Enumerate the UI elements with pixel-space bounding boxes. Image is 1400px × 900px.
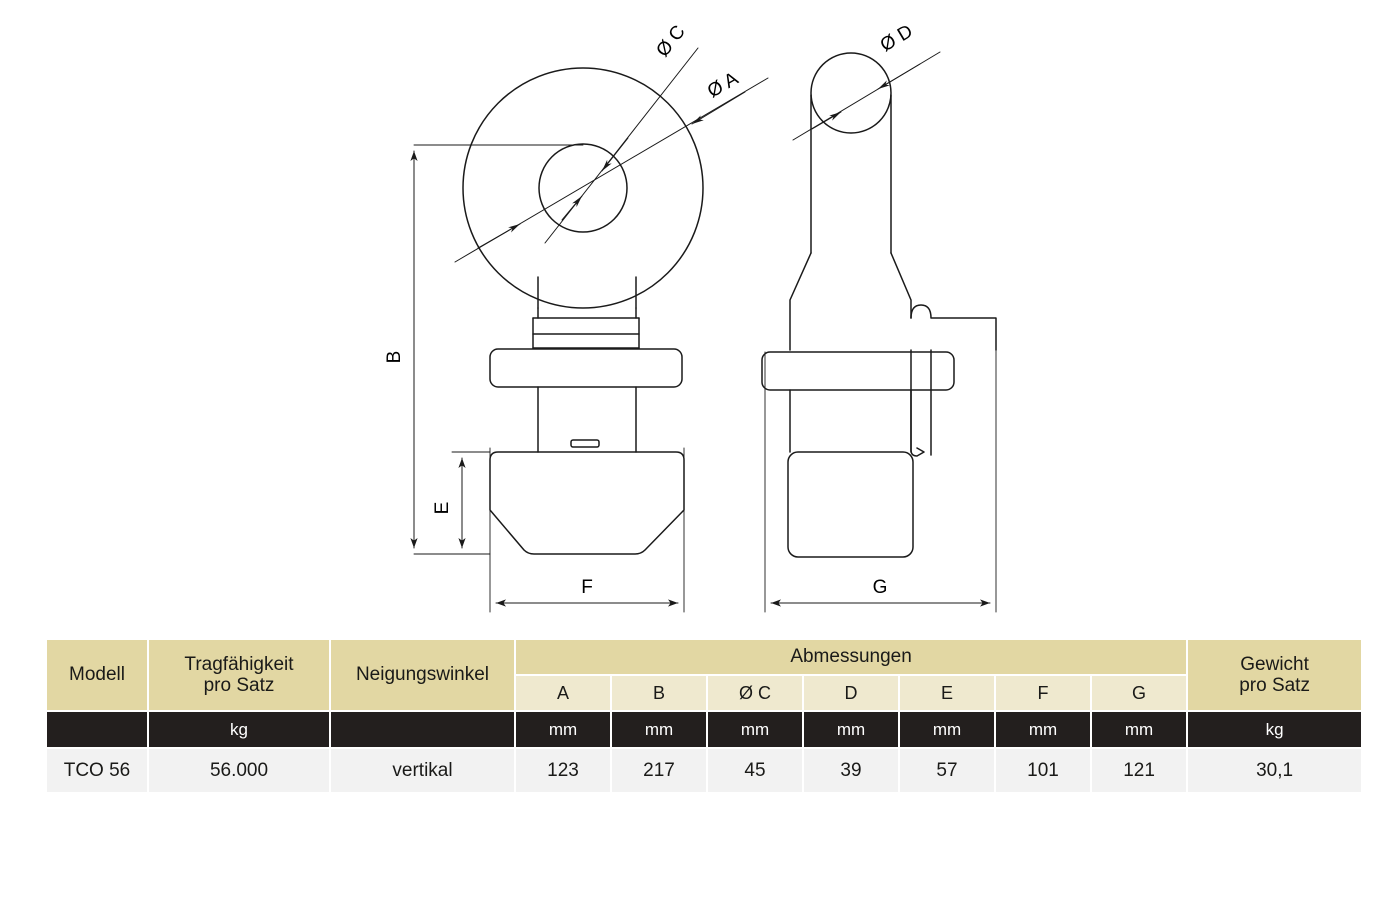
unit-angle bbox=[331, 712, 514, 747]
unit-dim-f: mm bbox=[996, 712, 1090, 747]
collar-sides bbox=[532, 317, 640, 349]
unit-dim-a: mm bbox=[516, 712, 610, 747]
header-dim-c: Ø C bbox=[708, 676, 802, 710]
header-dim-e: E bbox=[900, 676, 994, 710]
header-capacity-line1: Tragfähigkeit bbox=[184, 653, 294, 675]
side-lower-block bbox=[787, 451, 914, 558]
unit-weight: kg bbox=[1188, 712, 1362, 747]
header-dim-a: A bbox=[516, 676, 610, 710]
front-view-geometry bbox=[462, 67, 704, 555]
header-weight-line2: pro Satz bbox=[1239, 675, 1310, 696]
label-height-b: B bbox=[384, 351, 405, 364]
header-dimensions-group: Abmessungen bbox=[516, 640, 1187, 674]
technical-drawing: Ø C Ø A Ø D B E F G bbox=[384, 21, 997, 613]
cell-dim-d: 39 bbox=[804, 749, 898, 792]
header-weight: Gewicht pro Satz bbox=[1188, 640, 1362, 710]
header-capacity-line2: pro Satz bbox=[203, 675, 275, 696]
side-shoulder-right bbox=[890, 252, 912, 319]
side-shoulder-left bbox=[789, 252, 812, 351]
side-flange-plate bbox=[761, 351, 955, 391]
flange-plate bbox=[489, 348, 683, 388]
side-view-geometry bbox=[761, 52, 997, 558]
unit-dim-e: mm bbox=[900, 712, 994, 747]
drawing-canvas: Ø C Ø A Ø D B E F G bbox=[384, 21, 997, 613]
header-dim-b: B bbox=[612, 676, 706, 710]
label-diameter-d: Ø D bbox=[877, 21, 917, 56]
table-row: TCO 56 56.000 vertikal 123 217 45 39 57 … bbox=[47, 749, 1362, 792]
dimension-diameter-c bbox=[544, 47, 699, 244]
side-head-circle bbox=[810, 52, 892, 134]
cell-angle: vertikal bbox=[331, 749, 514, 792]
cell-dim-a: 123 bbox=[516, 749, 610, 792]
dimension-diameter-a bbox=[454, 77, 769, 263]
specification-table: Modell Tragfähigkeit pro Satz Neigungswi… bbox=[45, 638, 1363, 794]
cell-dim-b: 217 bbox=[612, 749, 706, 792]
shank-to-collar bbox=[537, 307, 637, 319]
dimension-g bbox=[764, 321, 997, 613]
header-dim-g: G bbox=[1092, 676, 1187, 710]
unit-dim-g: mm bbox=[1092, 712, 1187, 747]
base-block bbox=[489, 451, 685, 555]
cell-model: TCO 56 bbox=[47, 749, 147, 792]
cell-weight: 30,1 bbox=[1188, 749, 1362, 792]
cell-capacity: 56.000 bbox=[149, 749, 329, 792]
table-header-row-main: Modell Tragfähigkeit pro Satz Neigungswi… bbox=[47, 640, 1362, 710]
label-width-f: F bbox=[581, 577, 593, 598]
header-model: Modell bbox=[47, 640, 147, 710]
cell-dim-g: 121 bbox=[1092, 749, 1187, 792]
table-header-row-sub: A B Ø C D E F G bbox=[47, 676, 1361, 710]
eye-bore-circle bbox=[538, 143, 628, 233]
cell-dim-e: 57 bbox=[900, 749, 994, 792]
unit-capacity: kg bbox=[149, 712, 329, 747]
header-dim-d: D bbox=[804, 676, 898, 710]
unit-dim-c: mm bbox=[708, 712, 802, 747]
label-diameter-c: Ø C bbox=[652, 22, 689, 62]
label-width-g: G bbox=[873, 577, 888, 598]
unit-dim-b: mm bbox=[612, 712, 706, 747]
header-dim-f: F bbox=[996, 676, 1090, 710]
header-weight-line1: Gewicht bbox=[1240, 653, 1309, 675]
side-latch-bump bbox=[910, 304, 997, 351]
dimension-diameter-d bbox=[792, 51, 941, 141]
label-height-e: E bbox=[432, 502, 453, 515]
unit-dim-d: mm bbox=[804, 712, 898, 747]
header-capacity: Tragfähigkeit pro Satz bbox=[149, 640, 329, 710]
pin-slot bbox=[570, 439, 600, 448]
side-latch-arm bbox=[910, 349, 925, 457]
unit-model bbox=[47, 712, 147, 747]
eye-outer-circle bbox=[462, 67, 704, 309]
dimension-f bbox=[489, 447, 685, 613]
table-unit-row: kg mm mm mm mm mm mm mm kg bbox=[47, 712, 1362, 747]
cell-dim-f: 101 bbox=[996, 749, 1090, 792]
cell-dim-c: 45 bbox=[708, 749, 802, 792]
header-angle: Neigungswinkel bbox=[331, 640, 514, 710]
dimension-e bbox=[451, 451, 491, 555]
